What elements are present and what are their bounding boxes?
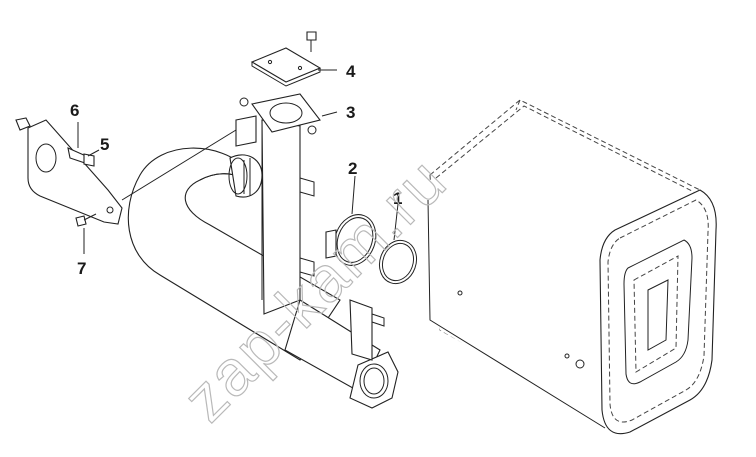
callout-6: 6 <box>70 101 79 120</box>
callout-4: 4 <box>346 62 356 81</box>
callout-5: 5 <box>100 135 109 154</box>
bolt <box>306 31 317 52</box>
callout-3: 3 <box>346 103 355 122</box>
cover-plate <box>250 47 322 87</box>
callout-7: 7 <box>77 259 86 278</box>
callout-2: 2 <box>348 159 357 178</box>
callout-labels: 1 2 3 4 5 6 7 <box>70 62 402 278</box>
nut <box>15 117 31 131</box>
mounting-bracket <box>27 119 123 225</box>
callout-1: 1 <box>393 189 402 208</box>
pipe-clamp <box>325 214 377 266</box>
bracket-bolt <box>67 147 95 167</box>
flange-gasket <box>239 93 321 135</box>
lower-bolt <box>75 213 97 227</box>
muffler-body <box>427 99 717 435</box>
leader-lines <box>77 69 399 254</box>
seal-ring <box>378 239 418 285</box>
exhaust-pipe <box>127 115 399 409</box>
